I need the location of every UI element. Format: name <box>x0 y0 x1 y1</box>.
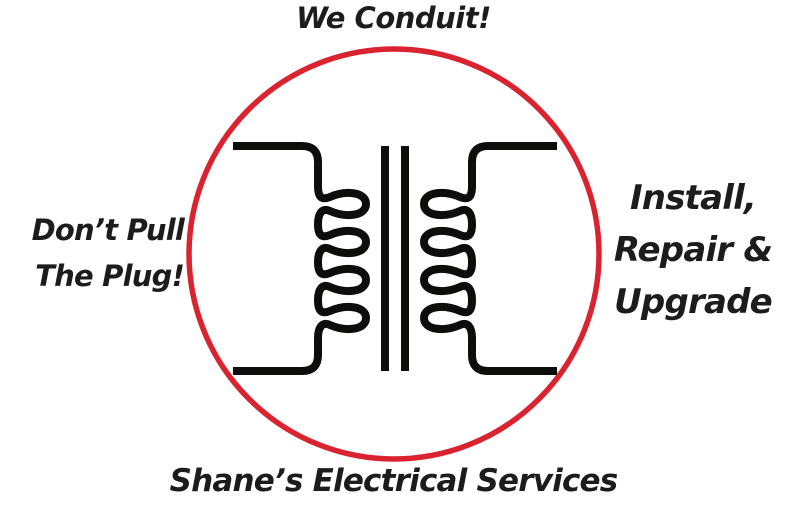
secondary-winding-icon <box>420 142 557 375</box>
core-bar-left <box>381 146 389 371</box>
core-bar-right <box>401 146 409 371</box>
services-line-2: Repair & <box>613 230 773 270</box>
services-line-3: Upgrade <box>614 282 773 322</box>
tagline-top: We Conduit! <box>296 1 491 35</box>
tagline-left: Don’t Pull The Plug! <box>14 207 185 299</box>
tagline-left-line-2: The Plug! <box>35 259 185 293</box>
services-list: Install, Repair & Upgrade <box>603 172 783 328</box>
company-name: Shane’s Electrical Services <box>169 463 619 499</box>
services-line-1: Install, <box>629 178 757 218</box>
primary-winding-icon <box>233 142 370 375</box>
red-ring <box>186 46 602 462</box>
tagline-left-line-1: Don’t Pull <box>31 213 185 247</box>
